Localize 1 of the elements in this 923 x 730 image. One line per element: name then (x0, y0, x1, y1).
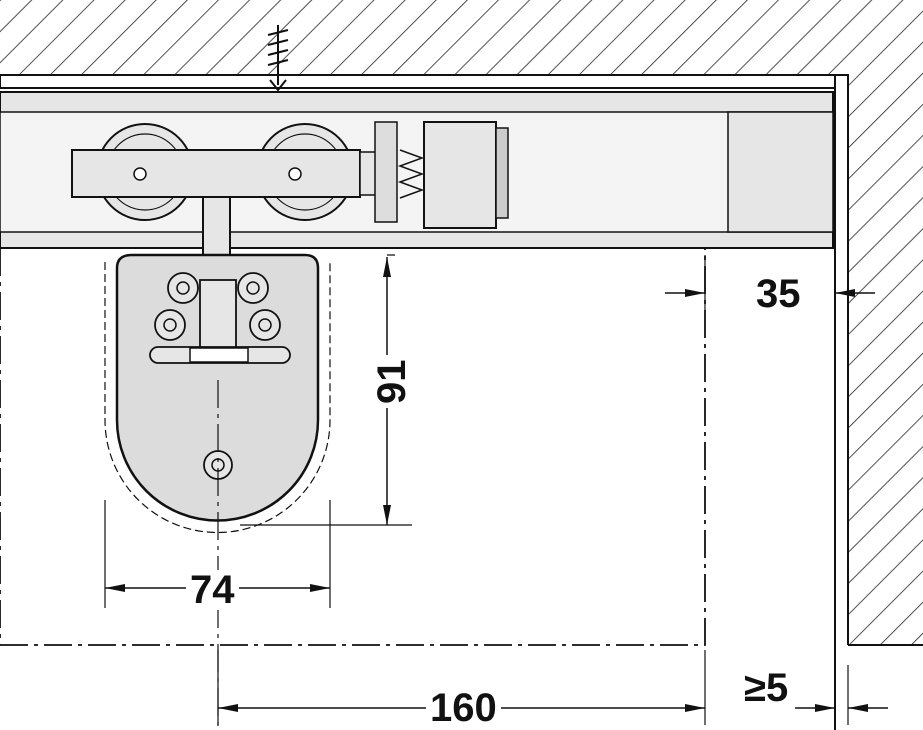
dimension-value: 74 (186, 570, 238, 610)
